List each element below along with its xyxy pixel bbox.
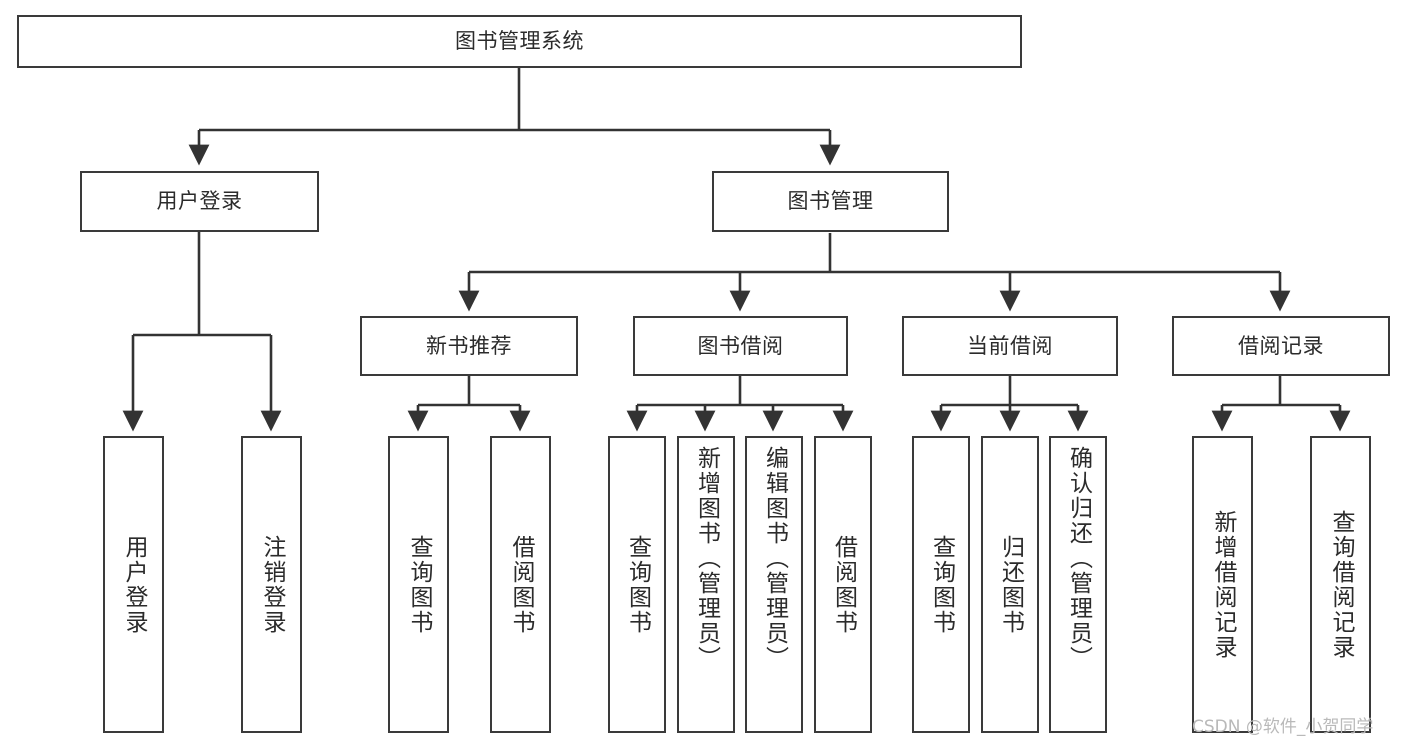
node-label: 归还图书 [997, 534, 1024, 635]
node-new-book-recommend[interactable]: 新书推荐 [360, 316, 578, 376]
leaf-return-book[interactable]: 归还图书 [981, 436, 1039, 733]
leaf-add-book-admin[interactable]: 新增图书（管理员） [677, 436, 735, 733]
node-label: 用户登录 [156, 189, 243, 214]
leaf-query-book-borrow[interactable]: 查询图书 [608, 436, 666, 733]
leaf-borrow-book-borrow[interactable]: 借阅图书 [814, 436, 872, 733]
leaf-query-book-new-recommend[interactable]: 查询图书 [388, 436, 449, 733]
node-book-borrow[interactable]: 图书借阅 [633, 316, 848, 376]
node-label: 图书管理系统 [455, 29, 584, 54]
node-label: 用户登录 [121, 534, 147, 635]
node-label: 借阅图书 [830, 534, 857, 635]
leaf-query-book-current[interactable]: 查询图书 [912, 436, 970, 733]
leaf-add-borrow-record[interactable]: 新增借阅记录 [1192, 436, 1253, 733]
node-label: 查询图书 [928, 534, 955, 635]
leaf-user-login[interactable]: 用户登录 [103, 436, 164, 733]
node-user-login[interactable]: 用户登录 [80, 171, 319, 232]
node-label: 当前借阅 [967, 333, 1053, 358]
node-label: 借阅记录 [1238, 333, 1324, 358]
node-root-book-management-system[interactable]: 图书管理系统 [17, 15, 1022, 68]
watermark: CSDN @软件_小贺同学 [1192, 717, 1374, 737]
node-label: 借阅图书 [508, 534, 534, 635]
node-book-management[interactable]: 图书管理 [712, 171, 949, 232]
node-label: 新增借阅记录 [1210, 509, 1236, 660]
leaf-user-logout[interactable]: 注销登录 [241, 436, 302, 733]
leaf-edit-book-admin[interactable]: 编辑图书（管理员） [745, 436, 803, 733]
leaf-query-borrow-record[interactable]: 查询借阅记录 [1310, 436, 1371, 733]
node-label: 注销登录 [259, 534, 285, 635]
node-label: 查询图书 [406, 534, 432, 635]
node-label: 图书借阅 [697, 333, 784, 358]
node-current-borrow[interactable]: 当前借阅 [902, 316, 1118, 376]
node-label: 新增图书（管理员） [693, 446, 720, 671]
node-label: 编辑图书（管理员） [761, 446, 788, 671]
node-label: 查询借阅记录 [1328, 509, 1354, 660]
node-label: 新书推荐 [426, 333, 512, 358]
node-label: 确认归还（管理员） [1065, 446, 1092, 671]
node-label: 查询图书 [624, 534, 651, 635]
node-label: 图书管理 [787, 189, 874, 214]
leaf-borrow-book-new-recommend[interactable]: 借阅图书 [490, 436, 551, 733]
leaf-confirm-return-admin[interactable]: 确认归还（管理员） [1049, 436, 1107, 733]
node-borrow-record[interactable]: 借阅记录 [1172, 316, 1390, 376]
